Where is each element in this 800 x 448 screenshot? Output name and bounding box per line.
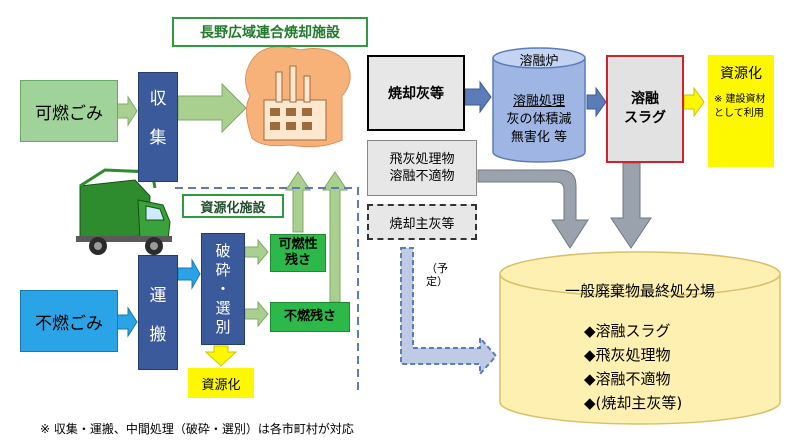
arrow-slag-to-recycling xyxy=(683,86,705,118)
fly-ash-line-2: 溶融不適物 xyxy=(389,169,455,184)
burnable-residue-box: 可燃性残さ xyxy=(270,234,326,272)
collection-column: 収 集 xyxy=(138,72,178,182)
arrow-crushing-to-recycle xyxy=(204,345,238,367)
arrow-crushing-to-burnable-residue xyxy=(244,238,269,266)
crushing-char-1: 破 xyxy=(215,242,231,260)
arrow-flyash-to-landfill xyxy=(477,169,589,249)
footnote: ※ 収集・運搬、中間処理（破砕・選別）は各市町村が対応 xyxy=(40,422,354,436)
transport-char-2: 搬 xyxy=(149,325,167,345)
landfill-title: 一般廃棄物最終処分場 xyxy=(564,282,715,300)
fly-ash-line-1: 飛灰処理物 xyxy=(389,152,455,167)
planned-label: （予定） xyxy=(426,262,448,288)
arrow-slag-to-landfill xyxy=(610,162,652,249)
factory-icon xyxy=(245,46,351,148)
burnable-waste-box: 可燃ごみ xyxy=(20,80,118,142)
arrow-main-ash-to-landfill xyxy=(400,247,498,377)
collection-char-1: 収 xyxy=(149,89,167,109)
melting-process-label: 溶融処理 xyxy=(512,94,565,109)
landfill-cylinder xyxy=(499,274,781,425)
arrow-crushing-to-nonburnable-residue xyxy=(244,300,269,328)
transport-char-1: 運 xyxy=(149,286,167,306)
arrow-burnable-to-collection xyxy=(116,95,138,127)
incineration-ash-box: 焼却灰等 xyxy=(367,55,465,131)
arrow-furnace-to-slag xyxy=(586,86,607,118)
collection-char-2: 集 xyxy=(149,128,167,148)
crushing-char-3: ・ xyxy=(215,280,231,298)
transport-column: 運 搬 xyxy=(138,255,178,370)
arrow-burnable-residue-up xyxy=(285,171,311,233)
landfill-item-1: ◆溶融スラグ xyxy=(584,322,671,340)
nonburnable-residue-box: 不燃残さ xyxy=(270,302,350,332)
recycle-small-box: 資源化 xyxy=(188,368,254,398)
melting-furnace-label: 溶融炉 xyxy=(519,54,559,69)
main-ash-box: 焼却主灰等 xyxy=(367,204,477,240)
nonburnable-waste-box: 不燃ごみ xyxy=(20,290,118,352)
slag-line-2: スラグ xyxy=(624,110,666,126)
furnace-cylinder-top xyxy=(492,47,586,69)
crushing-column: 破 砕 ・ 選 別 xyxy=(201,233,245,345)
slag-line-1: 溶融 xyxy=(631,91,659,107)
crushing-char-5: 別 xyxy=(215,318,231,336)
arrow-transport-to-crushing xyxy=(177,258,201,290)
arrow-ash-to-furnace xyxy=(464,80,492,114)
crushing-char-2: 砕 xyxy=(215,261,231,279)
melting-line-1: 灰の体積減 xyxy=(506,112,572,127)
fly-ash-box: 飛灰処理物 溶融不適物 xyxy=(367,140,477,196)
arrow-nonburnable-to-collection xyxy=(116,306,138,338)
landfill-cylinder-top xyxy=(499,251,781,297)
melting-line-2: 無害化 等 xyxy=(510,130,568,145)
arrow-collection-to-incinerator xyxy=(177,82,247,134)
facility-title: 長野広域連合焼却施設 xyxy=(172,17,368,47)
crushing-char-4: 選 xyxy=(215,299,231,317)
landfill-item-4: ◆(焼却主灰等) xyxy=(584,394,683,412)
recycling-facility-label: 資源化施設 xyxy=(182,194,284,218)
slag-box: 溶融 スラグ xyxy=(606,55,684,163)
facility-boundary xyxy=(175,187,359,390)
recycling-title: 資源化 xyxy=(720,66,762,82)
furnace-cylinder xyxy=(492,58,586,163)
landfill-item-3: ◆溶融不適物 xyxy=(584,370,671,388)
recycling-box: 資源化 ※ 建設資材として利用 xyxy=(708,55,774,167)
arrow-nonburnable-residue-up xyxy=(322,171,348,303)
landfill-item-2: ◆飛灰処理物 xyxy=(584,346,671,364)
recycling-note: ※ 建設資材として利用 xyxy=(714,94,766,119)
garbage-truck-icon xyxy=(76,168,172,255)
